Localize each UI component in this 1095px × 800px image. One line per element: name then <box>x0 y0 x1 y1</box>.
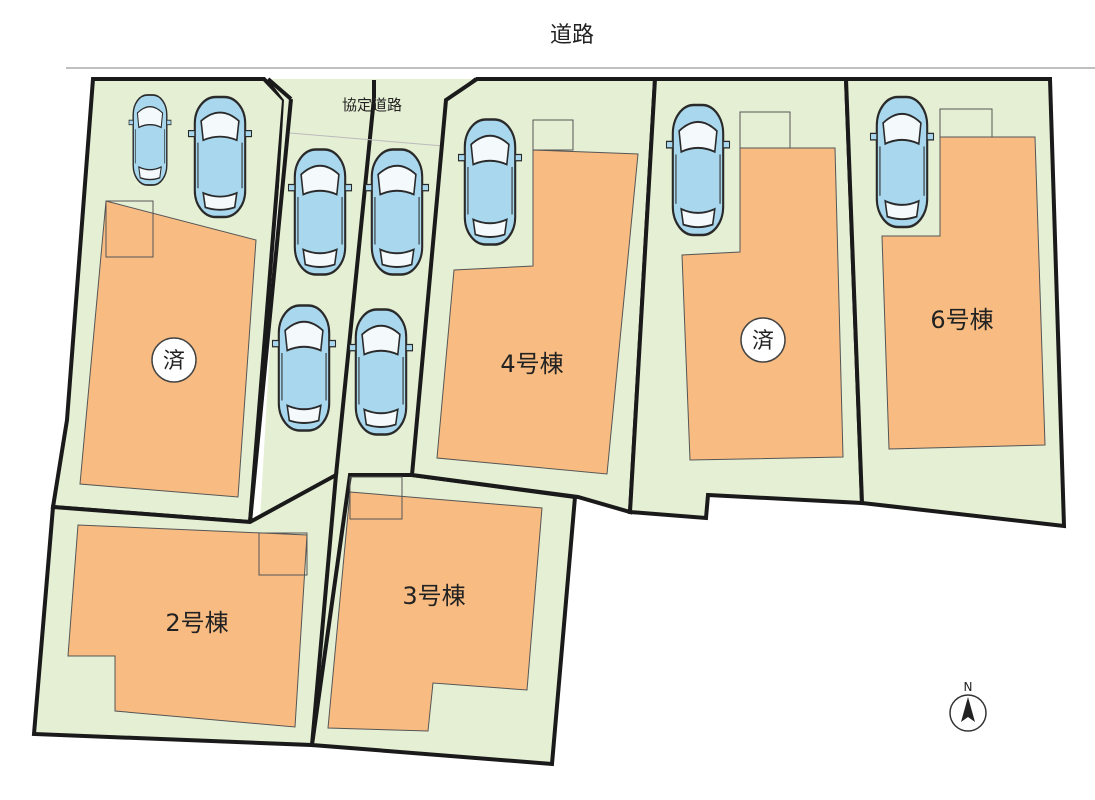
lot-6[interactable]: 6号棟 <box>843 77 1067 529</box>
lot-3-entrance <box>349 476 403 520</box>
private-road-edge <box>266 77 293 101</box>
lot-3-label: 3号棟 <box>402 582 465 610</box>
private-road-label: 協定道路 <box>342 96 402 114</box>
car-icon <box>187 95 253 219</box>
private-road-guide-line <box>289 132 456 148</box>
car-icon <box>128 94 172 186</box>
car-icon <box>271 304 337 432</box>
lot-5-building <box>681 147 844 461</box>
lot-5[interactable]: 済 <box>627 77 865 521</box>
car-icon <box>457 118 523 246</box>
private-road-divider <box>334 97 376 476</box>
lot-3[interactable]: 3号棟 <box>309 473 578 767</box>
lot-4-building <box>436 149 639 475</box>
lot-1[interactable]: 済 <box>50 77 287 525</box>
lot-6-label: 6号棟 <box>930 306 993 334</box>
lot-1-entrance <box>105 200 154 258</box>
sold-badge-icon: 済 <box>151 337 197 383</box>
lot-5-entrance <box>739 111 791 149</box>
car-icon <box>869 95 935 229</box>
private-road-edge <box>248 98 293 523</box>
lot-2-label: 2号棟 <box>165 609 228 637</box>
lot-3-building <box>327 491 543 732</box>
lot-4-label: 4号棟 <box>500 350 563 378</box>
north-arrow-icon: N <box>949 680 987 732</box>
lot-6-building <box>881 136 1046 450</box>
lot-2[interactable]: 2号棟 <box>31 471 339 748</box>
lot-6-entrance <box>939 108 993 138</box>
car-icon <box>348 308 414 436</box>
car-icon <box>665 103 731 237</box>
compass-label: N <box>964 680 973 694</box>
sold-badge-icon: 済 <box>740 317 786 363</box>
lot-1-label: 済 <box>163 349 185 374</box>
car-icon <box>287 148 353 276</box>
lot-5-label: 済 <box>752 329 774 354</box>
lot-4-entrance <box>532 119 574 151</box>
car-icon <box>364 148 430 276</box>
road-label: 道路 <box>550 23 594 48</box>
lot-2-entrance <box>258 532 308 576</box>
lot-4[interactable]: 4号棟 <box>409 77 658 515</box>
